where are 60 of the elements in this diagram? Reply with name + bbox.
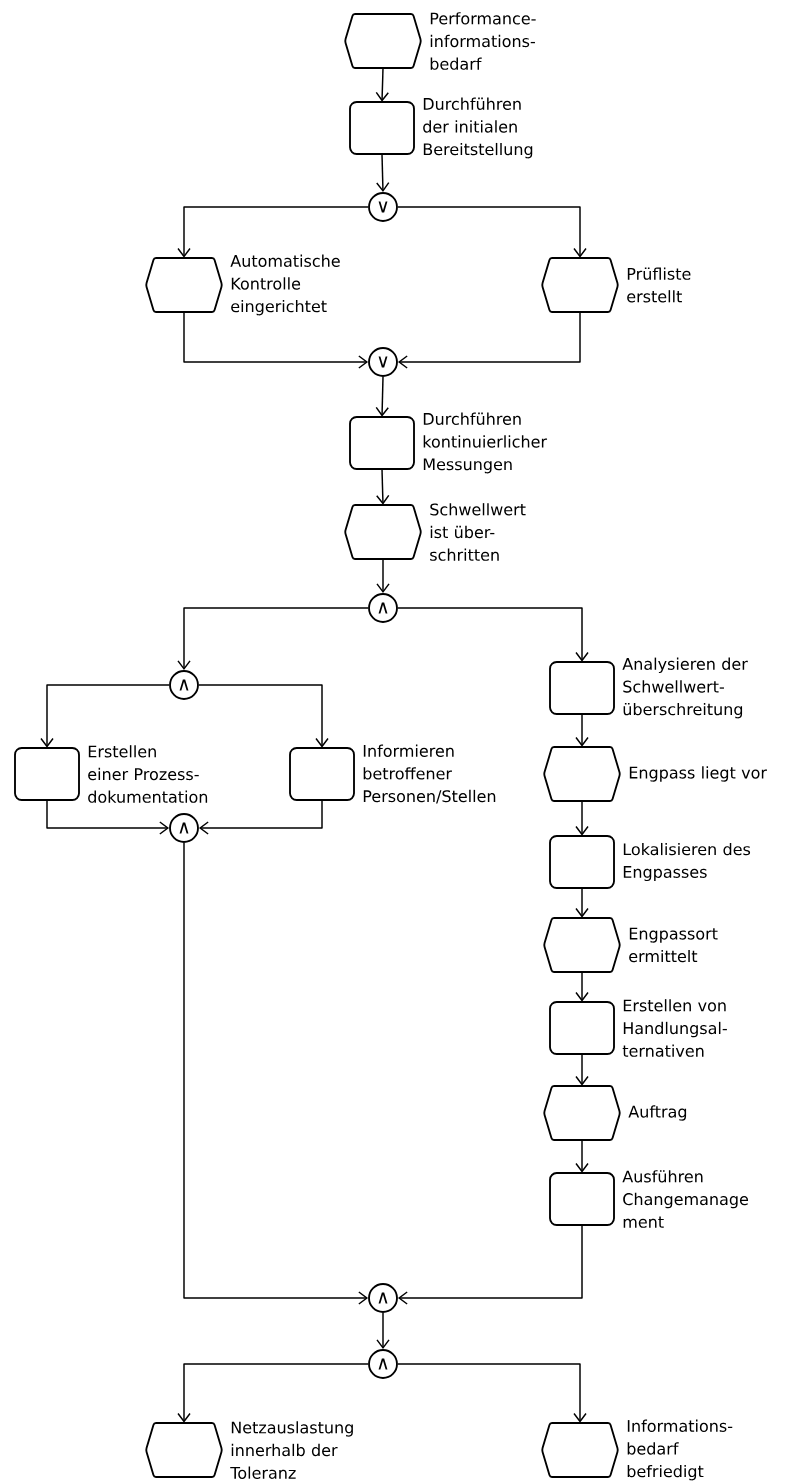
function-box: Erstellen von Handlungsal-ternativen (549, 999, 727, 1057)
arrow (183, 311, 369, 369)
node-label: Erstellen einer Prozess-dokumentation (88, 745, 208, 803)
event-hexagon: Performance-informations-bedarf (344, 12, 536, 70)
node-label: Prüfliste erstellt (627, 267, 691, 303)
node-label: Automatische Kontrolle eingerichtet (230, 254, 340, 316)
arrow (397, 311, 581, 369)
arrow (177, 206, 369, 258)
arrow (376, 153, 390, 193)
arrow (575, 887, 589, 918)
event-hexagon: Netzauslastung innerhalb der Toleranz (145, 1421, 353, 1479)
function-box: Analysieren der Schwellwert-überschreitung (549, 657, 748, 719)
arrow (397, 1224, 583, 1305)
arrow (376, 1312, 390, 1350)
arrow (376, 558, 390, 594)
arrow (46, 799, 170, 835)
arrow (397, 1363, 587, 1423)
event-hexagon: Informations-bedarf befriedigt (541, 1419, 733, 1481)
arrow (375, 376, 389, 417)
arrow (397, 607, 589, 662)
node-label: Informations-bedarf befriedigt (627, 1419, 733, 1481)
arrow (575, 800, 589, 836)
event-hexagon: Automatische Kontrolle eingerichtet (145, 254, 340, 316)
node-label: Erstellen von Handlungsal-ternativen (622, 999, 727, 1057)
node-label: Informieren betroffener Personen/Stellen (363, 744, 496, 804)
function-box: Durchführen der initialen Bereitstellung (349, 97, 533, 159)
arrow (177, 1363, 369, 1423)
event-hexagon: Schwellwert ist über-schritten (344, 503, 526, 561)
node-label: Ausführen Changemanage ment (622, 1170, 749, 1228)
event-hexagon: Engpass liegt vor (543, 746, 767, 802)
node-label: Schwellwert ist über-schritten (430, 503, 526, 561)
arrow (198, 799, 323, 835)
node-label: Performance-informations-bedarf (430, 12, 536, 70)
arrow (375, 67, 389, 102)
arrow (177, 607, 369, 671)
arrow (575, 1139, 589, 1173)
node-label: Lokalisieren des Engpasses (623, 842, 751, 882)
node-label: Analysieren der Schwellwert-überschreitung (622, 657, 748, 719)
arrow (40, 684, 170, 748)
arrow (198, 684, 329, 748)
function-box: Durchführen kontinuierlicher Messungen (349, 412, 548, 474)
function-box: Lokalisieren des Engpasses (549, 835, 751, 889)
arrow (183, 842, 369, 1305)
arrow (397, 206, 587, 258)
node-label: Netzauslastung innerhalb der Toleranz (230, 1421, 353, 1479)
function-box: Erstellen einer Prozess-dokumentation (14, 745, 208, 803)
event-hexagon: Engpassort ermittelt (543, 917, 718, 973)
arrow (376, 468, 390, 505)
arrow (575, 971, 589, 1002)
node-label: Durchführen kontinuierlicher Messungen (423, 412, 548, 474)
arrow (575, 1053, 589, 1086)
event-hexagon: Auftrag (543, 1085, 687, 1141)
node-label: Engpass liegt vor (629, 766, 767, 782)
node-label: Durchführen der initialen Bereitstellung (423, 97, 533, 159)
node-label: Engpassort ermittelt (629, 927, 718, 963)
event-hexagon: Prüfliste erstellt (541, 257, 691, 313)
function-box: Ausführen Changemanage ment (549, 1170, 749, 1228)
function-box: Informieren betroffener Personen/Stellen (289, 744, 496, 804)
arrow (575, 713, 589, 747)
node-label: Auftrag (628, 1105, 687, 1121)
